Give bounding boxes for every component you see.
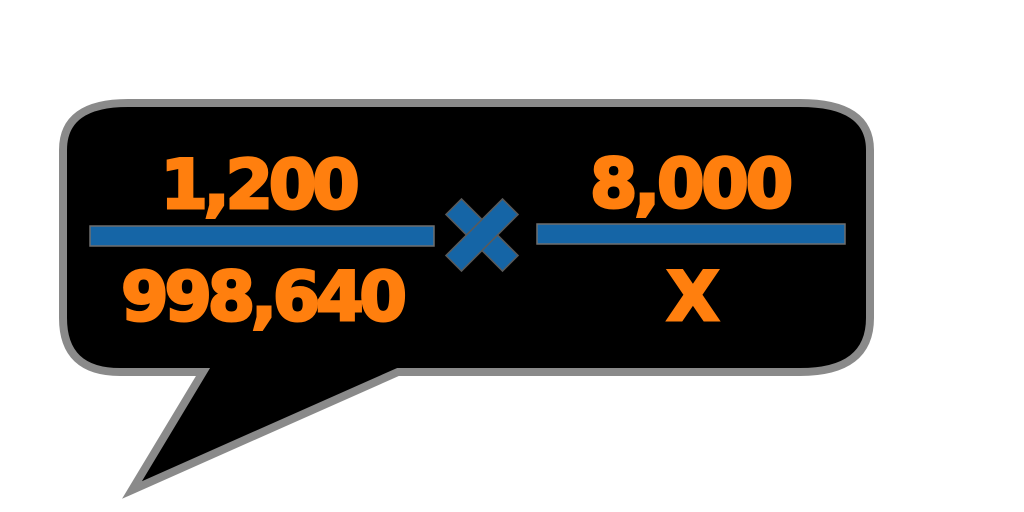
left-denominator: 998,640	[121, 258, 404, 337]
times-icon	[444, 197, 520, 273]
left-fraction-bar	[89, 225, 435, 247]
right-fraction: 8,000 X	[536, 144, 846, 339]
right-numerator: 8,000	[590, 145, 791, 224]
left-fraction: 1,200 998,640	[89, 145, 435, 339]
speech-bubble	[59, 99, 874, 499]
right-fraction-bar	[536, 223, 846, 245]
right-denominator: X	[667, 258, 719, 337]
left-numerator: 1,200	[160, 146, 357, 225]
